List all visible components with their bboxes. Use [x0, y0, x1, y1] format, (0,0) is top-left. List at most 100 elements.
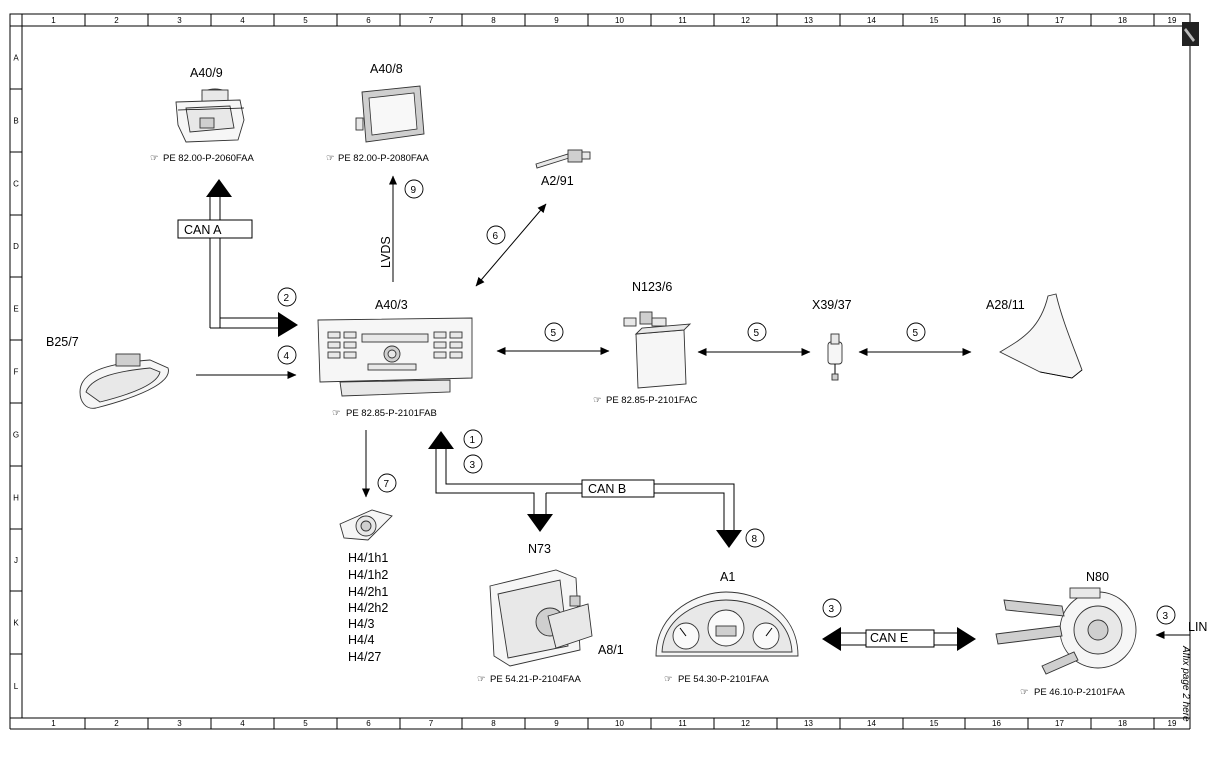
column-label: 7	[429, 16, 434, 25]
signal-3a: 3	[463, 454, 483, 474]
bus-label: CAN B	[588, 482, 626, 496]
reference-link[interactable]: ☞ PE 54.30-P-2101FAA	[664, 674, 769, 685]
hand-pointer-icon: ☞	[477, 674, 486, 685]
reference-link[interactable]: ☞ PE 82.00-P-2060FAA	[150, 153, 254, 164]
component-x39-37[interactable]: X39/37	[812, 298, 852, 381]
grid-frame	[9, 13, 1191, 730]
component-a40-9[interactable]: A40/9 ☞ PE 82.00-P-2060FAA	[150, 66, 254, 164]
column-label: 1	[51, 16, 56, 25]
component-a1[interactable]: A1 ☞ PE 54.30-P-2101FAA	[655, 570, 799, 685]
speaker-label: H4/1h1	[348, 551, 388, 565]
bus-label: CAN A	[184, 223, 222, 237]
speaker-label: H4/27	[348, 650, 381, 664]
reference-link[interactable]: ☞ PE 54.21-P-2104FAA	[477, 674, 581, 685]
svg-text:6: 6	[493, 231, 499, 242]
bus-lin[interactable]: LIN	[1155, 620, 1207, 639]
svg-text:Affix page 2 here: Affix page 2 here	[1180, 645, 1191, 722]
column-label: 10	[615, 719, 624, 728]
column-label: 12	[741, 719, 750, 728]
row-label: L	[14, 682, 19, 691]
reference-link[interactable]: ☞ PE 82.85-P-2101FAC	[593, 395, 697, 406]
antenna-cable-icon	[535, 149, 591, 169]
speaker-label: H4/4	[348, 633, 374, 647]
instrument-cluster-icon	[655, 591, 799, 657]
row-label: H	[13, 494, 19, 503]
component-a2-91[interactable]: A2/91	[535, 149, 591, 188]
svg-text:3: 3	[1163, 611, 1169, 622]
bus-lvds[interactable]: LVDS	[379, 175, 397, 282]
row-label: E	[13, 305, 18, 314]
signal-3b: 3	[822, 598, 842, 618]
hand-pointer-icon: ☞	[664, 674, 673, 685]
svg-text:8: 8	[752, 534, 758, 545]
row-label: K	[13, 619, 19, 628]
signal-7: 7	[377, 473, 397, 493]
control-module-icon	[623, 311, 692, 389]
svg-text:1: 1	[470, 435, 476, 446]
component-a40-8[interactable]: A40/8 ☞ PE 82.00-P-2080FAA	[326, 62, 429, 164]
display-device-icon	[355, 85, 425, 143]
component-label: A1	[720, 570, 735, 584]
component-n123-6[interactable]: N123/6 ☞ PE 82.85-P-2101FAC	[593, 280, 697, 406]
speaker-icon	[339, 509, 393, 541]
column-label: 18	[1118, 16, 1127, 25]
column-label: 3	[177, 16, 182, 25]
reference-link[interactable]: ☞ PE 46.10-P-2101FAA	[1020, 687, 1125, 698]
bus-label: CAN E	[870, 631, 908, 645]
column-label: 2	[114, 719, 119, 728]
component-n73[interactable]: N73 A8/1 ☞ PE 54.21-P-2104FAA	[477, 542, 624, 685]
reference-link[interactable]: ☞ PE 82.00-P-2080FAA	[326, 153, 429, 164]
column-label: 11	[678, 16, 687, 25]
component-label: X39/37	[812, 298, 852, 312]
column-label: 2	[114, 16, 119, 25]
component-label: A40/8	[370, 62, 403, 76]
svg-text:5: 5	[754, 328, 760, 339]
column-label: 16	[992, 719, 1001, 728]
bus-can-e[interactable]: CAN E	[822, 627, 976, 651]
column-label: 6	[366, 16, 371, 25]
signal-5c: 5	[906, 322, 926, 342]
svg-text:5: 5	[913, 328, 919, 339]
column-label: 4	[240, 719, 245, 728]
reference-code: PE 46.10-P-2101FAA	[1034, 687, 1125, 698]
column-label: 6	[366, 719, 371, 728]
svg-text:2: 2	[284, 293, 290, 304]
column-label: 9	[554, 16, 559, 25]
component-h4-speakers[interactable]: H4/1h1 H4/1h2 H4/2h1 H4/2h2 H4/3 H4/4 H4…	[339, 509, 393, 664]
column-label: 9	[554, 719, 559, 728]
signal-5b: 5	[747, 322, 767, 342]
bus-can-a[interactable]: CAN A	[177, 179, 298, 337]
column-label: 13	[804, 719, 813, 728]
row-label: F	[14, 368, 19, 377]
shark-fin-antenna-icon	[999, 293, 1083, 379]
controller-device-icon	[175, 88, 245, 143]
svg-text:3: 3	[829, 604, 835, 615]
component-a40-3[interactable]: A40/3 ☞ PE 82.85-P-2101FAB	[317, 298, 473, 419]
component-n80[interactable]: N80 ☞ PE 46.10-P-2101FAA	[995, 570, 1137, 698]
component-label-a8-1: A8/1	[598, 643, 624, 657]
component-a28-11[interactable]: A28/11	[986, 293, 1083, 379]
hand-pointer-icon: ☞	[593, 395, 602, 406]
bus-label: LIN	[1188, 620, 1207, 634]
signal-5a: 5	[544, 322, 564, 342]
connector-icon	[827, 333, 843, 381]
margin-note: Affix page 2 here	[1180, 645, 1191, 722]
hand-pointer-icon: ☞	[332, 408, 341, 419]
reference-code: PE 82.00-P-2080FAA	[338, 153, 429, 164]
steering-column-module-icon	[995, 587, 1137, 675]
signal-6: 6	[486, 225, 506, 245]
pen-icon[interactable]	[1182, 22, 1199, 46]
column-label: 11	[678, 719, 687, 728]
row-label: G	[13, 431, 19, 440]
column-label: 19	[1168, 16, 1177, 25]
column-label: 5	[303, 16, 308, 25]
column-label: 15	[930, 16, 939, 25]
bus-can-b[interactable]: CAN B	[428, 431, 742, 548]
rearview-mirror-icon	[79, 353, 169, 409]
row-label: C	[13, 180, 19, 189]
reference-link[interactable]: ☞ PE 82.85-P-2101FAB	[332, 408, 437, 419]
signal-2: 2	[277, 287, 297, 307]
component-b25-7[interactable]: B25/7	[46, 335, 169, 409]
column-label: 17	[1055, 16, 1064, 25]
